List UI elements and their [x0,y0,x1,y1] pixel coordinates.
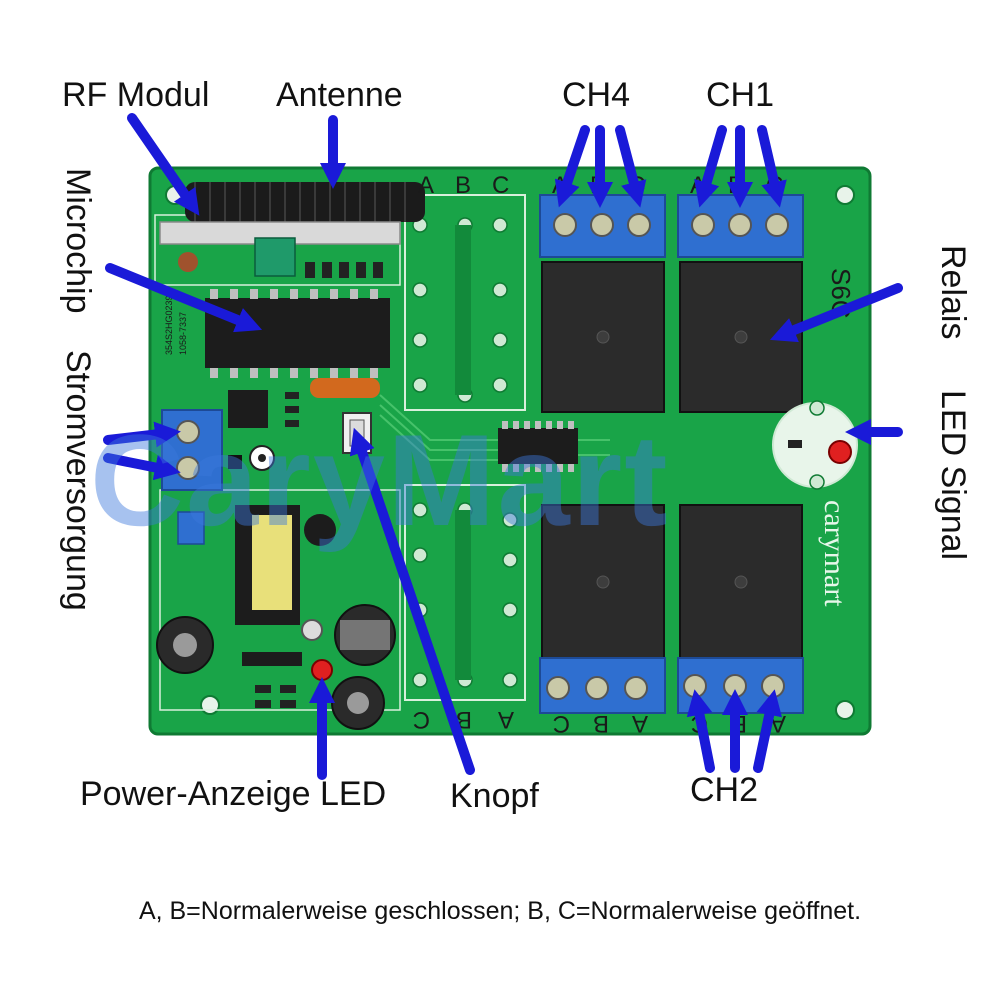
arrow-ch1-c [757,125,787,208]
watermark-text: CaryMart [90,407,670,553]
terminal-letter: C [413,706,430,733]
mount-hole [200,695,220,715]
arrow-microchip [105,263,263,333]
microchip [205,289,390,378]
arrow-ch1-a [694,125,727,208]
arrow-ch2-c [753,689,783,773]
arrow-ch4-a [554,125,590,208]
terminal-letter: C [492,172,509,199]
label-microchip: Microchip [59,168,97,314]
terminal-letter: A [418,172,434,199]
relay [541,261,665,413]
label-relais: Relais [934,245,972,340]
terminal-block-bottom-mid [539,657,666,714]
terminal-letter: A [498,706,514,733]
power-terminal [161,409,223,545]
label-antenne: Antenne [276,76,403,114]
soic-chip [498,421,578,472]
antenna-coil [185,182,425,222]
chip-marking-1: 354S2HG0239 [164,295,174,355]
caption: A, B=Normalerweise geschlossen; B, C=Nor… [138,897,862,925]
arrow-strom-2 [103,453,181,481]
terminal-block-ch1 [677,194,804,258]
board-brand: carymart [818,500,851,607]
label-ch2: CH2 [690,771,759,809]
power-led [311,659,333,681]
arrow-rf-modul [127,113,200,216]
label-ch4: CH4 [562,76,631,114]
arrow-ch4-c [615,125,647,208]
label-stromversorgung: Stromversorgung [59,350,97,611]
terminal-letter: C [553,710,570,737]
terminal-letter: B [593,710,609,737]
chip-marking-2: 1058-7337 [178,312,188,355]
label-rf-modul: RF Modul [62,76,210,114]
mount-hole [835,700,855,720]
terminal-block-ch4 [539,194,666,258]
arrow-knopf [349,427,475,775]
label-led-signal: LED Signal [934,390,972,561]
arrow-relais [769,283,903,343]
label-ch1: CH1 [706,76,775,114]
led-signal [828,440,852,464]
watermark-logo: CaryMart [90,405,670,555]
label-power-led: Power-Anzeige LED [80,775,387,813]
terminal-letter: B [455,172,471,199]
arrow-ch2-a [686,689,715,773]
arrow-strom-1 [103,421,181,448]
label-knopf: Knopf [450,777,539,815]
mount-hole [835,185,855,205]
terminal-letter: A [632,710,648,737]
relay [679,504,803,661]
